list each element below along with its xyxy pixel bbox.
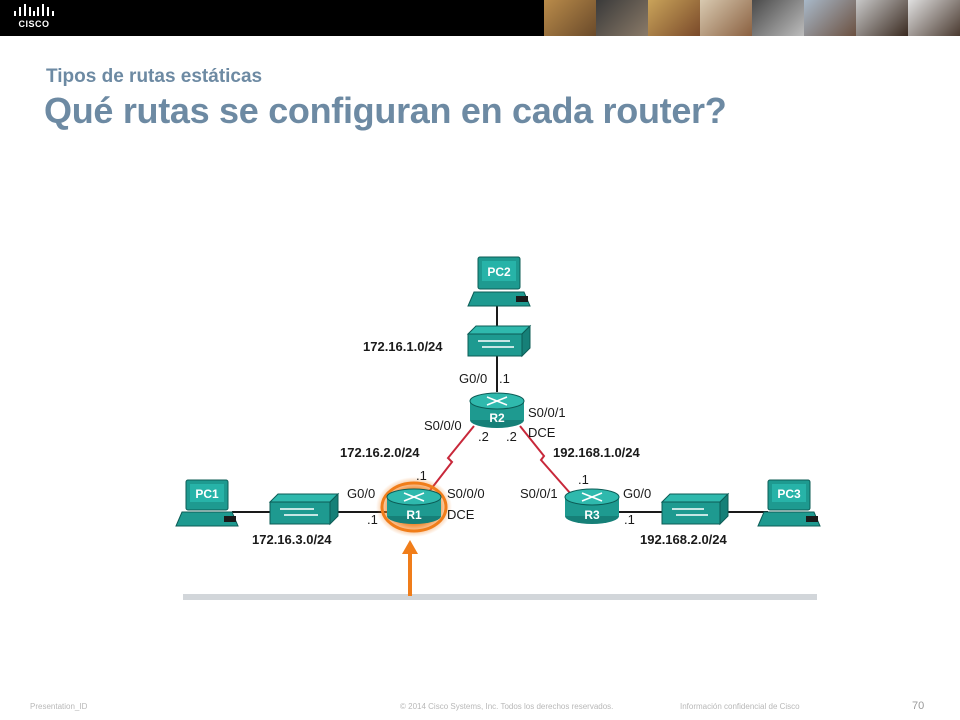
network-label-lan-pc3: 192.168.2.0/24 xyxy=(640,532,728,547)
pc1-computer[interactable]: PC1 xyxy=(175,479,239,527)
logo-wordmark: CISCO xyxy=(18,19,50,29)
r2-s001-ip-label: .2 xyxy=(506,429,517,444)
r3-label: R3 xyxy=(584,508,600,522)
r2-dce-label: DCE xyxy=(528,425,556,440)
switch-lan-pc1[interactable] xyxy=(268,492,340,526)
pc3-computer[interactable]: PC3 xyxy=(757,479,821,527)
r1-s000-ip-label: .1 xyxy=(416,468,427,483)
network-label-wan-r2-r3: 192.168.1.0/24 xyxy=(553,445,641,460)
pc2-computer[interactable]: PC2 xyxy=(467,256,531,307)
pc3-label: PC3 xyxy=(777,487,801,501)
header-photo xyxy=(752,0,804,36)
switch-lan-pc3[interactable] xyxy=(660,492,730,526)
r2-s000-ip-label: .2 xyxy=(478,429,489,444)
header-photo xyxy=(856,0,908,36)
header-banner: CISCO xyxy=(0,0,960,36)
header-photo xyxy=(700,0,752,36)
network-label-wan-r1-r2: 172.16.2.0/24 xyxy=(340,445,420,460)
cisco-bars-icon xyxy=(14,4,54,16)
r1-g00-ip-label: .1 xyxy=(367,512,378,527)
router-r2[interactable]: R2 xyxy=(469,392,525,428)
r3-s001-ip-label: .1 xyxy=(578,472,589,487)
pc1-label: PC1 xyxy=(195,487,219,501)
header-photo xyxy=(648,0,700,36)
r2-s001-label: S0/0/1 xyxy=(528,405,566,420)
serial-link-r1-r2 xyxy=(427,425,475,494)
arrow-up-icon xyxy=(402,540,418,596)
header-photo xyxy=(908,0,960,36)
r2-s000-label: S0/0/0 xyxy=(424,418,462,433)
r2-g00-label: G0/0 xyxy=(459,371,487,386)
r1-dce-label: DCE xyxy=(447,507,475,522)
r1-g00-label: G0/0 xyxy=(347,486,375,501)
slide-subtitle: Tipos de rutas estáticas xyxy=(46,66,263,87)
r3-s001-label: S0/0/1 xyxy=(520,486,558,501)
pc2-label: PC2 xyxy=(487,265,511,279)
router-r1-highlighted[interactable]: R1 xyxy=(376,477,452,537)
header-photo xyxy=(596,0,648,36)
footer-presentation-id: Presentation_ID xyxy=(30,702,88,711)
switch-lan-pc2[interactable] xyxy=(466,324,532,358)
page-number: 70 xyxy=(912,700,925,712)
header-photo xyxy=(544,0,596,36)
serial-link-r2-r3 xyxy=(519,425,571,494)
diagram-baseline-bar xyxy=(183,594,817,600)
header-photo xyxy=(804,0,856,36)
r1-s000-label: S0/0/0 xyxy=(447,486,485,501)
r2-label: R2 xyxy=(489,411,505,425)
slide-title: Qué rutas se configuran en cada router? xyxy=(44,90,727,131)
footer-confidential: Información confidencial de Cisco xyxy=(680,702,800,711)
r2-g00-ip-label: .1 xyxy=(499,371,510,386)
r1-label: R1 xyxy=(406,508,422,522)
r3-g00-ip-label: .1 xyxy=(624,512,635,527)
header-photo-strip xyxy=(544,0,960,36)
r3-g00-label: G0/0 xyxy=(623,486,651,501)
network-label-lan-pc2: 172.16.1.0/24 xyxy=(363,339,443,354)
cisco-logo: CISCO xyxy=(12,4,56,32)
router-r3[interactable]: R3 xyxy=(564,488,620,524)
serial-links xyxy=(427,425,571,494)
network-label-lan-pc1: 172.16.3.0/24 xyxy=(252,532,332,547)
footer-copyright: © 2014 Cisco Systems, Inc. Todos los der… xyxy=(400,702,614,711)
